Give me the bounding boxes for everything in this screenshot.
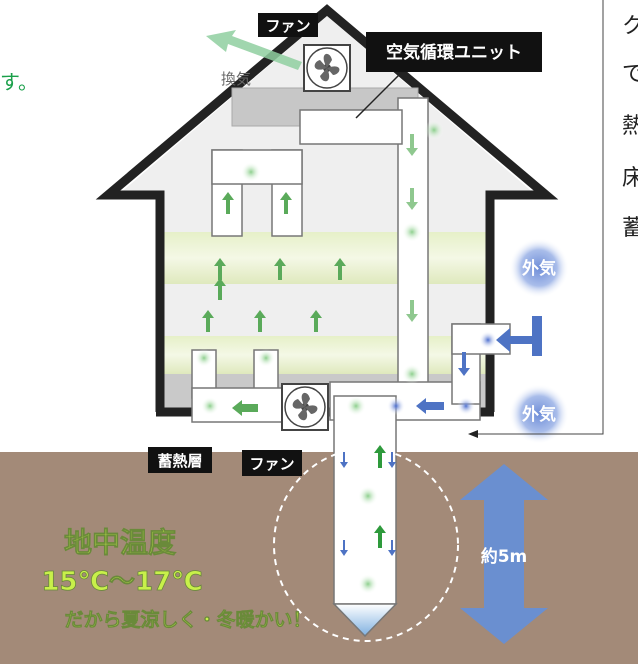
heat-storage-tag xyxy=(148,447,212,473)
outside-air-bottom-label: 外気 xyxy=(522,404,556,425)
ventilation-label: 換気 xyxy=(221,70,251,88)
outside-air-orb-top xyxy=(509,238,569,298)
fan-bottom-icon xyxy=(281,383,329,431)
air-unit-label: 空気循環ユニット xyxy=(386,42,522,63)
right-fragment: 床 xyxy=(622,166,638,191)
green-arrows xyxy=(202,192,386,548)
fan-top-label: ファン xyxy=(265,17,310,35)
depth-arrow xyxy=(460,464,548,644)
outside-air-orb-bottom xyxy=(509,384,569,444)
house-interior xyxy=(118,16,536,410)
fan-top-tag xyxy=(258,13,318,37)
air-dots xyxy=(195,120,497,594)
right-fragment: ク xyxy=(622,14,638,39)
left-text-fragment: す。 xyxy=(0,70,38,94)
air-unit-tag xyxy=(366,32,542,72)
outside-air-top-label: 外気 xyxy=(522,258,556,279)
fan-bottom-label: ファン xyxy=(249,455,294,473)
right-fragment: 蓄 xyxy=(622,216,638,241)
right-fragment: 熱 xyxy=(622,114,638,139)
ground-temp-range: 15℃〜17℃ xyxy=(41,567,202,597)
depth-label: 約5m xyxy=(481,546,528,567)
ground-temp-caption: だから夏涼しく・冬暖かい！ xyxy=(64,608,311,631)
ground-temp-title: 地中温度 xyxy=(64,526,176,559)
ventilation-arrow xyxy=(206,30,302,70)
fan-top-icon xyxy=(303,44,351,92)
ground-pipe-tip xyxy=(332,603,398,638)
heat-storage-label: 蓄熱層 xyxy=(157,452,202,470)
upper-floor-band xyxy=(160,232,490,284)
fan-bottom-tag xyxy=(242,450,302,476)
ground-circle xyxy=(273,448,459,642)
house-outline xyxy=(95,4,559,412)
right-fragment: で xyxy=(622,62,638,87)
blue-arrows xyxy=(340,352,470,556)
